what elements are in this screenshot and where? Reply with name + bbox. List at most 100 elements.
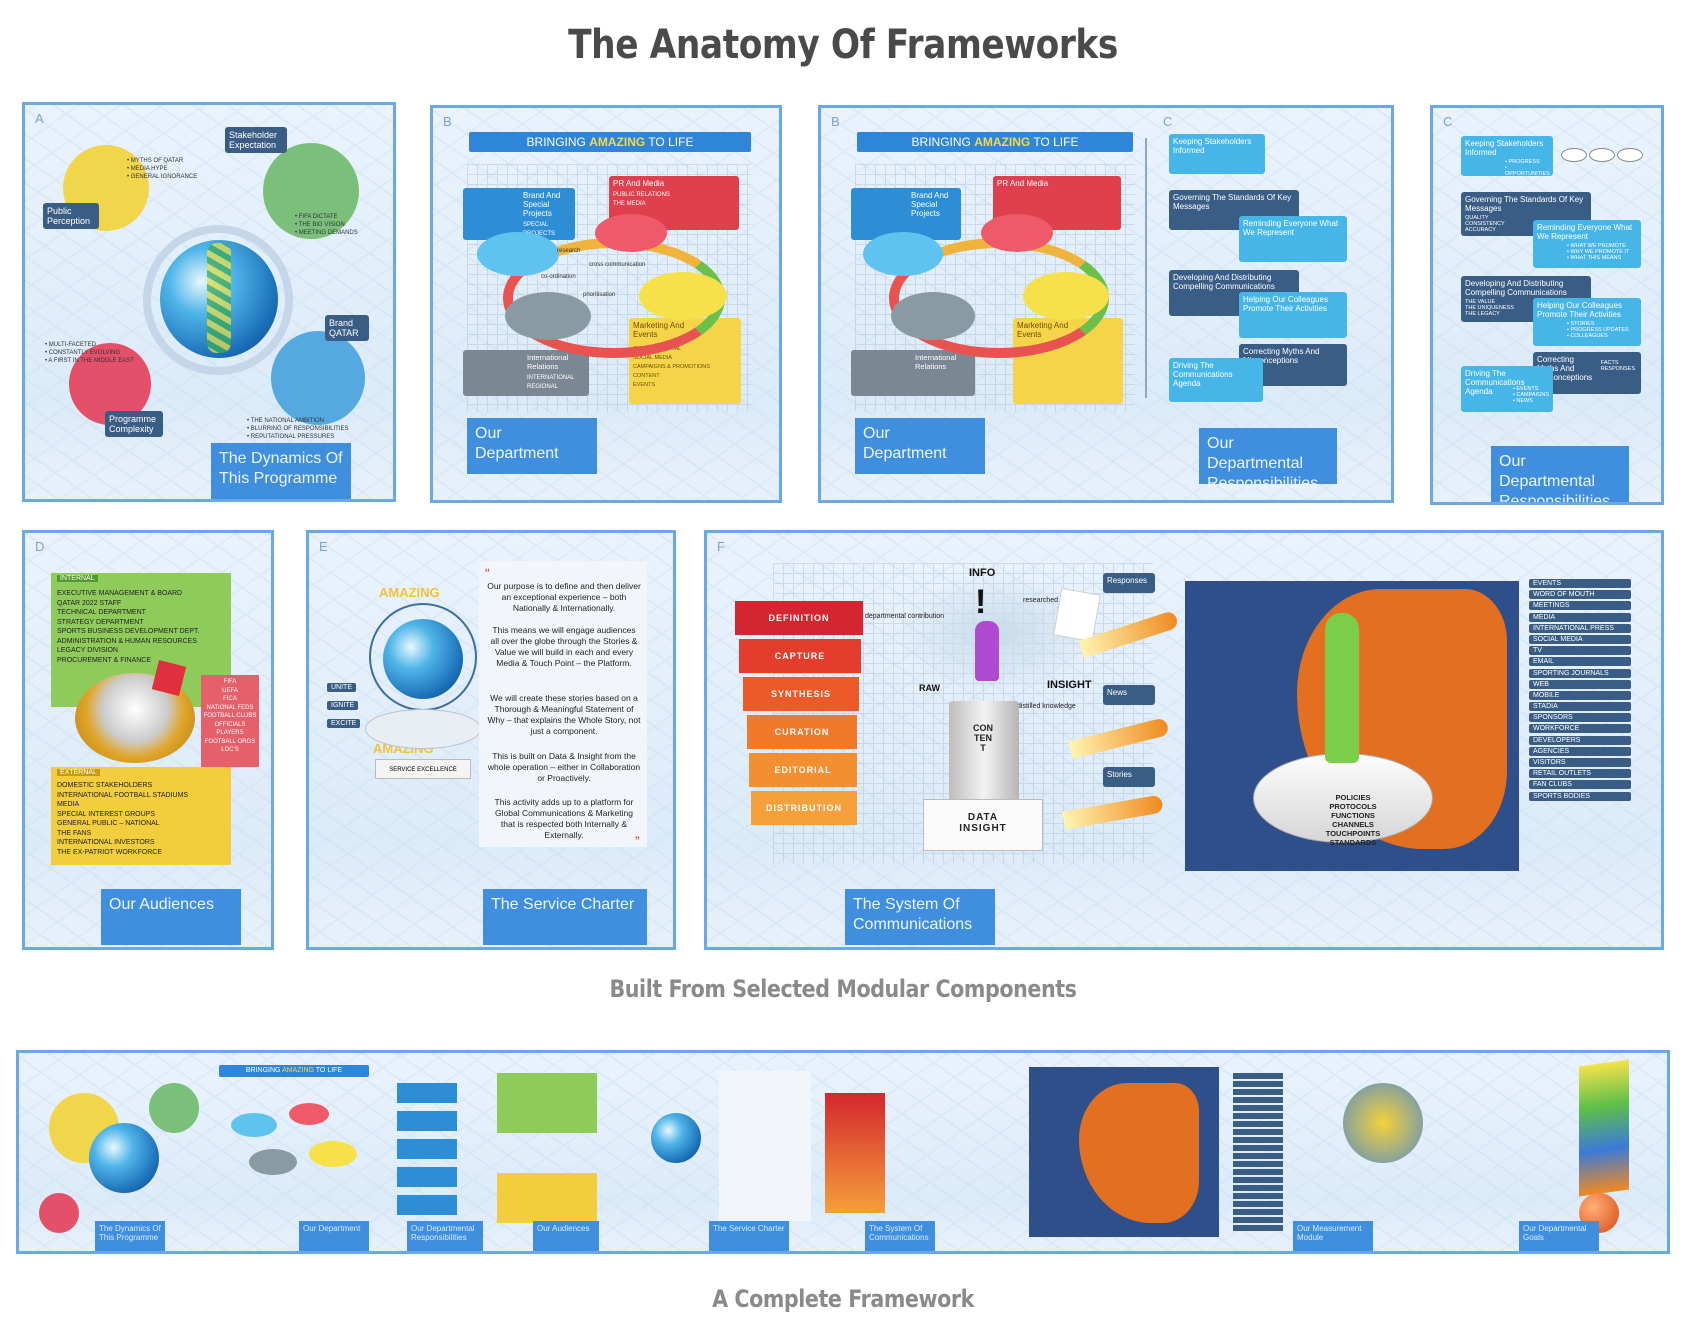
green-figure-icon [1325,613,1359,763]
footer-title: A Complete Framework [712,1285,974,1313]
tab-excite: EXCITE [327,719,361,728]
channel-item: SPONSORS [1529,713,1631,723]
strip-caption: Our Departmental Responsibilities [407,1221,483,1251]
step-distribution: DISTRIBUTION [751,791,857,825]
plinth-icon [365,709,481,749]
panel-caption: The Service Charter [483,889,647,945]
channel-item: WORD OF MOUTH [1529,590,1631,600]
internal-title: INTERNAL [57,575,98,582]
panel-service-charter[interactable]: E AMAZING AMAZING SERVICE EXCELLENCE UNI… [306,530,676,950]
flow-coordination: co-ordination [541,274,576,280]
resp-keeping: Keeping Stakeholders Informed [1169,134,1265,174]
step-capture: CAPTURE [739,639,861,673]
panel-system-communications[interactable]: F DEFINITION CAPTURE SYNTHESIS CURATION … [704,530,1664,950]
channel-item: MOBILE [1529,690,1631,700]
resp-governing: Governing The Standards Of Key Messages … [1461,192,1591,236]
strip-caption: The System Of Communications [865,1221,935,1251]
flow-prioritisation: prioritisation [583,292,616,298]
charter-p2: This means we will engage audiences all … [490,625,638,668]
channel-item: EVENTS [1529,579,1631,588]
panel-responsibilities[interactable]: C Keeping Stakeholders Informed • PROGRE… [1430,105,1664,505]
quote-close-icon: ” [635,833,640,849]
intl-ellipse [891,292,975,340]
panel-letter: D [35,539,45,554]
channel-item: INTERNATIONAL PRESS [1529,623,1631,633]
responses-label: Responses [1103,573,1155,593]
panel-letter: E [319,539,328,554]
connector-line [1145,138,1147,398]
step-definition: DEFINITION [735,601,863,635]
complexity-label: Programme Complexity [105,411,163,437]
channel-list: EVENTS WORD OF MOUTH MEETINGS MEDIA INTE… [1529,579,1631,803]
channel-item: VISITORS [1529,758,1631,767]
plinth-label: SERVICE EXCELLENCE [375,759,471,779]
stories-label: Stories [1103,767,1155,787]
stakeholders-circle [263,143,359,239]
resp-helping: Helping Our Colleagues Promote Their Act… [1239,292,1347,338]
panel-dynamics[interactable]: A Stakeholder Expectation Public Percept… [22,102,396,502]
brand-label: Brand QATAR [325,315,369,341]
channel-item: AGENCIES [1529,746,1631,756]
content-label: CONTENT [973,723,993,753]
pr-ellipse [595,214,667,252]
resp-driving: Driving The Communications Agenda [1169,358,1263,402]
panel-letter: A [35,111,44,126]
bullets-fifa: • FIFA DICTATE• THE BIG VISION• MEETING … [295,214,358,236]
pr-block: PR And Media PUBLIC RELATIONS THE MEDIA [609,176,739,230]
flow-cross: cross communication [589,262,646,268]
flow-research: research [557,248,581,254]
resp-helping: Helping Our Colleagues Promote Their Act… [1533,298,1641,346]
section-subtitle: Built From Selected Modular Components [609,975,1077,1003]
channel-item: TV [1529,646,1631,656]
step-synthesis: SYNTHESIS [743,677,859,711]
brand-ellipse [477,232,559,276]
charter-p3: We will create these stories based on a … [487,693,641,736]
perception-label: Public Perception [43,203,99,229]
panel-letter: C [1443,114,1453,129]
charter-paper [479,561,647,847]
news-label: News [1103,685,1155,705]
panel-letter: B [831,114,840,129]
framework-strip[interactable]: BRINGING AMAZING TO LIFE The Dynamics Of… [16,1050,1670,1254]
distilled-label: distilled knowledge [1017,703,1076,710]
panel-department[interactable]: B BRINGING AMAZING TO LIFE Brand And Spe… [430,105,782,503]
intl-ellipse [505,292,591,340]
intl-block: International Relations [851,350,975,396]
marketing-ellipse [1023,272,1109,320]
strip-caption: Our Department [299,1221,369,1251]
channel-item: DEVELOPERS [1529,735,1631,745]
spiral-icon [207,243,231,353]
charter-p4: This is built on Data & Insight from the… [487,751,641,783]
resp-reminding: Reminding Everyone What We Represent [1239,216,1347,262]
bullets-multi: • MULTI-FACETED• CONSTANTLY EVOLVING• A … [45,342,134,364]
insight-label: INSIGHT [1047,679,1092,691]
orbit-ring [143,225,293,375]
tab-ignite: IGNITE [327,701,359,710]
marketing-ellipse [639,272,727,320]
tab-unite: UNITE [327,683,356,692]
panel-caption: Our Department [855,418,985,474]
brand-top: AMAZING [379,585,440,600]
resp-correcting: Correcting Myths And Misconceptions FACT… [1533,352,1641,394]
pr-ellipse [981,214,1053,252]
panel-letter: B [443,114,452,129]
globe-icon [383,619,463,699]
exclamation-icon: ! [975,583,987,621]
resp-reminding: Reminding Everyone What We Represent • W… [1533,220,1641,268]
channel-item: FAN CLUBS [1529,780,1631,790]
external-box [51,767,231,865]
strip-caption: Our Measurement Module [1293,1221,1373,1251]
channel-item: WORKFORCE [1529,724,1631,734]
charter-p5: This activity adds up to a platform for … [494,797,634,840]
panel-letter-c: C [1163,114,1173,129]
strip-caption: Our Departmental Goals [1519,1221,1599,1251]
stakeholder-label: Stakeholder Expectation [225,127,287,153]
panel-department-responsibilities[interactable]: B C BRINGING AMAZING TO LIFE Brand And S… [818,105,1394,503]
